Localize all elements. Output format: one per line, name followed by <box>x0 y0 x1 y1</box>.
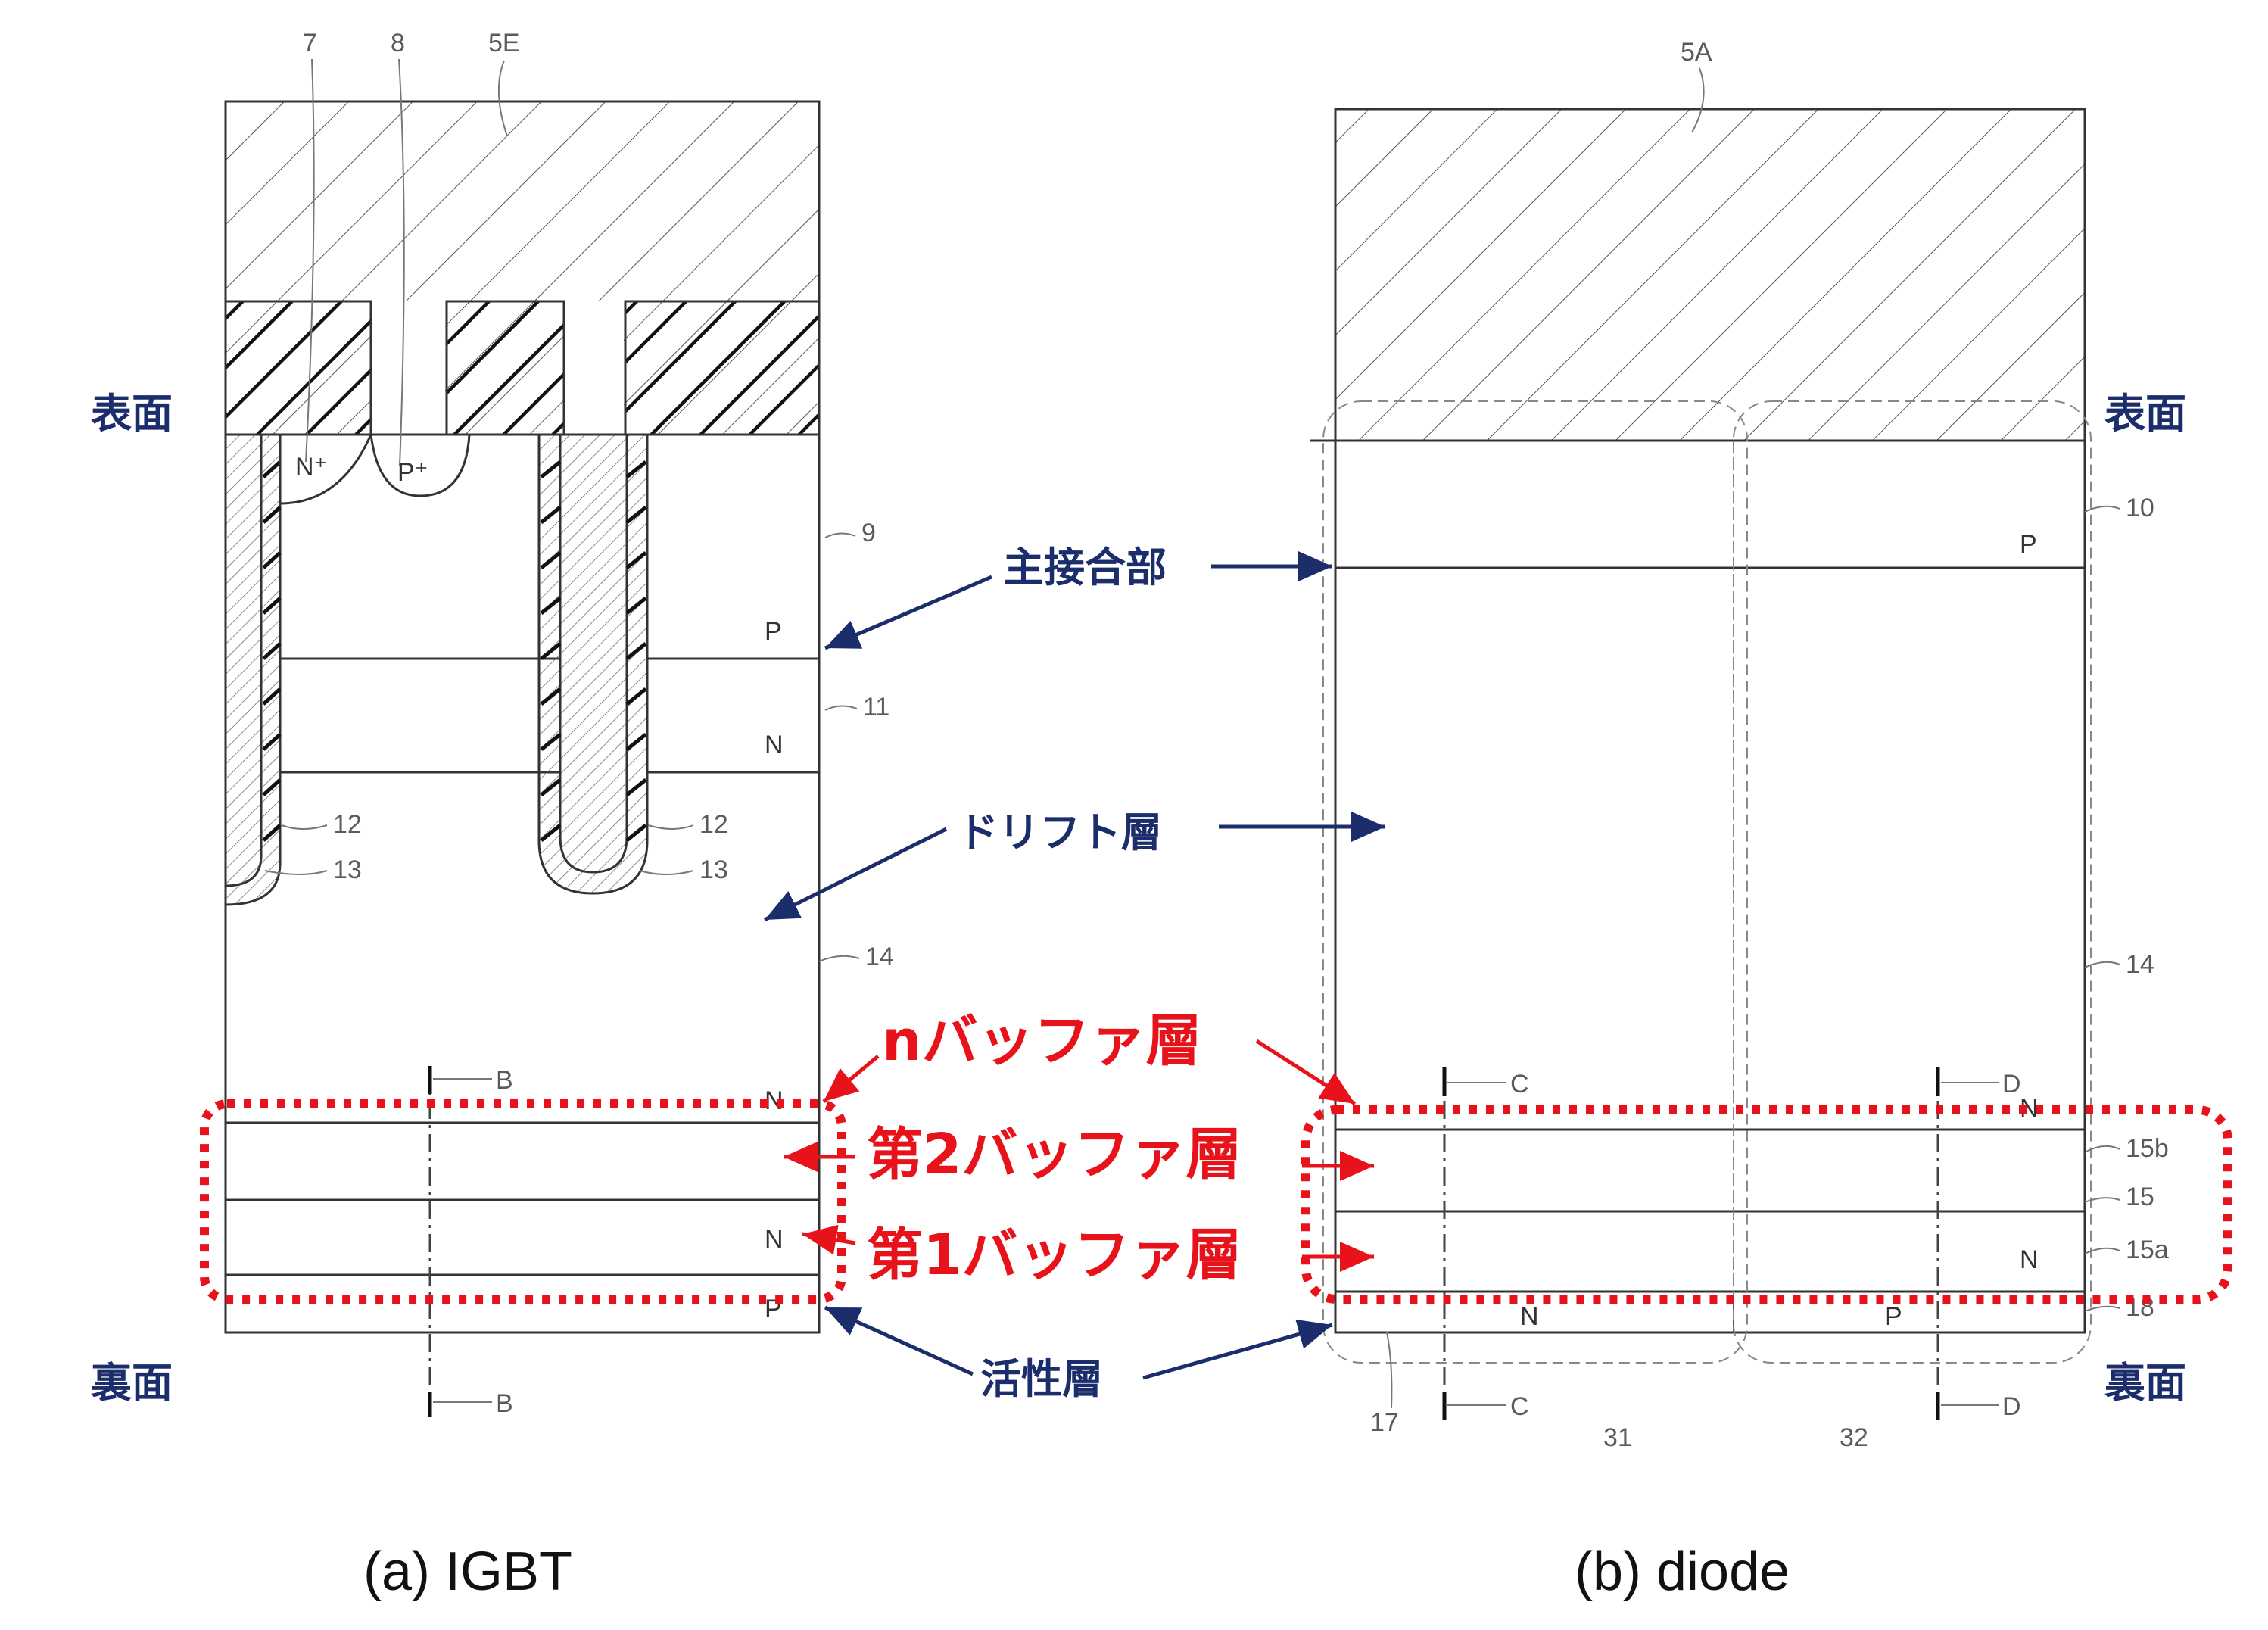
arrow-n-buffer-igbt <box>822 1055 880 1103</box>
highlight-buffer-diode <box>1301 1105 2232 1304</box>
igbt-ref-7: 7 <box>303 29 317 58</box>
label-back-right: 裏面 <box>2104 1359 2186 1407</box>
diode-ref-15: 15 <box>2126 1183 2154 1211</box>
label-main-junction: 主接合部 <box>1003 544 1167 591</box>
igbt-ref-12a: 12 <box>333 810 362 839</box>
diode-section-c-top: C <box>1510 1070 1529 1099</box>
igbt-layer-n-first: N <box>765 1225 784 1254</box>
diode-ref-5a: 5A <box>1681 38 1712 67</box>
label-n-buffer: nバッファ層 <box>882 1008 1202 1074</box>
igbt-section-b-top: B <box>496 1066 513 1095</box>
igbt-insulator-2 <box>445 300 565 436</box>
diode-section-d-bottom: D <box>2002 1392 2021 1421</box>
igbt-p-plus-region <box>369 434 471 497</box>
igbt-insulator-3 <box>624 300 821 436</box>
igbt-layer-p: P <box>765 617 782 646</box>
arrow-main-junction-igbt <box>824 575 992 650</box>
label-surface-right: 表面 <box>2104 390 2186 438</box>
igbt-n-plus-region <box>279 434 372 505</box>
diode-cell-region-32 <box>1733 400 2092 1364</box>
label-first-buffer: 第1バッファ層 <box>867 1223 1242 1288</box>
label-drift-layer: ドリフト層 <box>958 809 1162 856</box>
diode-ref-31: 31 <box>1603 1423 1632 1452</box>
label-surface-left: 表面 <box>91 390 173 438</box>
diode-layer-p: P <box>2020 530 2037 559</box>
diode-ref-15b: 15b <box>2126 1134 2169 1163</box>
arrow-n-buffer-diode <box>1255 1039 1357 1106</box>
igbt-trench-gate-right <box>537 433 649 895</box>
highlight-buffer-igbt <box>200 1099 846 1304</box>
igbt-ref-13b: 13 <box>699 856 728 884</box>
arrow-active-igbt <box>824 1305 974 1376</box>
diode-anode-electrode <box>1334 108 2086 442</box>
diode-ref-14: 14 <box>2126 950 2154 979</box>
igbt-insulator-1 <box>224 300 372 436</box>
igbt-ref-13a: 13 <box>333 856 362 884</box>
diode-back-n: N <box>1520 1302 1539 1331</box>
igbt-region-p-plus: P⁺ <box>397 458 428 487</box>
igbt-ref-9: 9 <box>861 519 876 547</box>
diode-section-c-bottom: C <box>1510 1392 1529 1421</box>
caption-igbt: (a) IGBT <box>363 1541 572 1602</box>
diode-ref-10: 10 <box>2126 494 2154 522</box>
diode-section-d-top: D <box>2002 1070 2021 1099</box>
diode-structure <box>1310 108 2092 1420</box>
diode-back-p: P <box>1885 1302 1902 1331</box>
arrow-drift-igbt <box>763 827 948 922</box>
igbt-trench-gate-left <box>224 433 282 906</box>
caption-diode: (b) diode <box>1575 1541 1790 1602</box>
diode-cell-region-31 <box>1322 400 1748 1364</box>
igbt-ref-12b: 12 <box>699 810 728 839</box>
igbt-ref-11: 11 <box>863 693 889 722</box>
diode-ref-32: 32 <box>1840 1423 1868 1452</box>
igbt-region-n-plus: N⁺ <box>295 453 328 482</box>
igbt-section-b-bottom: B <box>496 1389 513 1418</box>
label-second-buffer: 第2バッファ層 <box>867 1122 1242 1187</box>
arrow-first-buffer-igbt <box>802 1224 856 1255</box>
label-active-layer: 活性層 <box>980 1355 1103 1403</box>
diode-layer-n-first: N <box>2020 1245 2039 1274</box>
igbt-silicon-body <box>224 433 821 1334</box>
igbt-ref-14: 14 <box>865 943 894 971</box>
igbt-ref-8: 8 <box>391 29 405 58</box>
arrow-active-diode <box>1142 1319 1333 1380</box>
diode-silicon-body <box>1334 439 2086 1334</box>
label-back-left: 裏面 <box>91 1359 173 1407</box>
diode-ref-17: 17 <box>1370 1408 1399 1437</box>
igbt-layer-n: N <box>765 731 784 759</box>
igbt-ref-5e: 5E <box>488 29 520 58</box>
igbt-structure <box>224 100 821 1417</box>
diode-ref-15a: 15a <box>2126 1236 2169 1264</box>
